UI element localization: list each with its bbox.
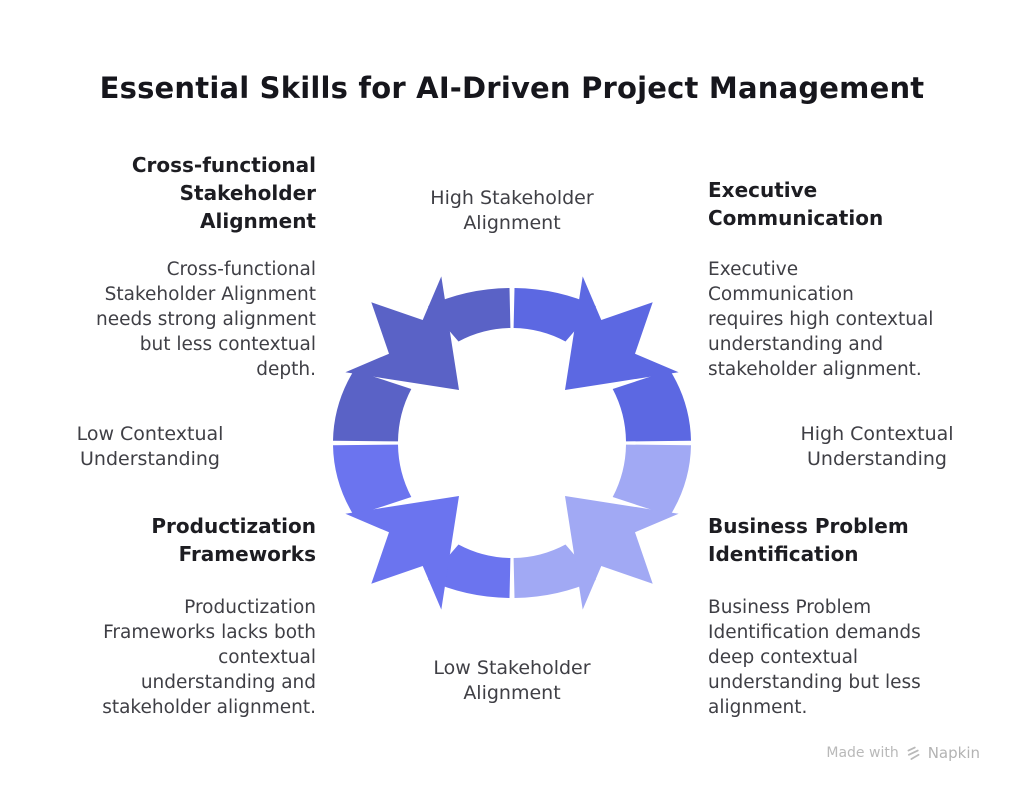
made-with-napkin-credit: Made with Napkin: [826, 742, 980, 764]
napkin-logo-icon: [907, 746, 920, 760]
made-with-label: Made with: [826, 745, 899, 761]
section-body-cross-functional-stakeholder-alignment: Cross-functional Stakeholder Alignment n…: [96, 259, 316, 380]
section-heading-business-problem-identification: Business Problem Identification: [708, 514, 909, 566]
section-heading-cross-functional-stakeholder-alignment: Cross-functional Stakeholder Alignment: [131, 153, 316, 233]
section-heading-executive-communication: Executive Communication: [708, 178, 884, 230]
cycle-segment-top-left: [333, 276, 511, 442]
section-body-executive-communication: Executive Communication requires high co…: [708, 259, 934, 380]
axis-label-high-stakeholder-alignment: High Stakeholder Alignment: [430, 187, 594, 234]
section-heading-productization-frameworks: Productization Frameworks: [151, 514, 316, 566]
section-body-business-problem-identification: Business Problem Identification demands …: [708, 597, 921, 718]
cycle-segment-top-right: [513, 276, 691, 442]
napkin-brand-label: Napkin: [927, 744, 980, 762]
cycle-segment-bottom-left: [333, 444, 511, 610]
axis-label-low-contextual-understanding: Low Contextual Understanding: [76, 423, 224, 470]
section-body-productization-frameworks: Productization Frameworks lacks both con…: [102, 597, 316, 718]
axis-label-high-contextual-understanding: High Contextual Understanding: [800, 423, 954, 470]
axis-label-low-stakeholder-alignment: Low Stakeholder Alignment: [433, 657, 591, 704]
cycle-segment-bottom-right: [513, 444, 691, 610]
page-title: Essential Skills for AI-Driven Project M…: [99, 71, 925, 105]
